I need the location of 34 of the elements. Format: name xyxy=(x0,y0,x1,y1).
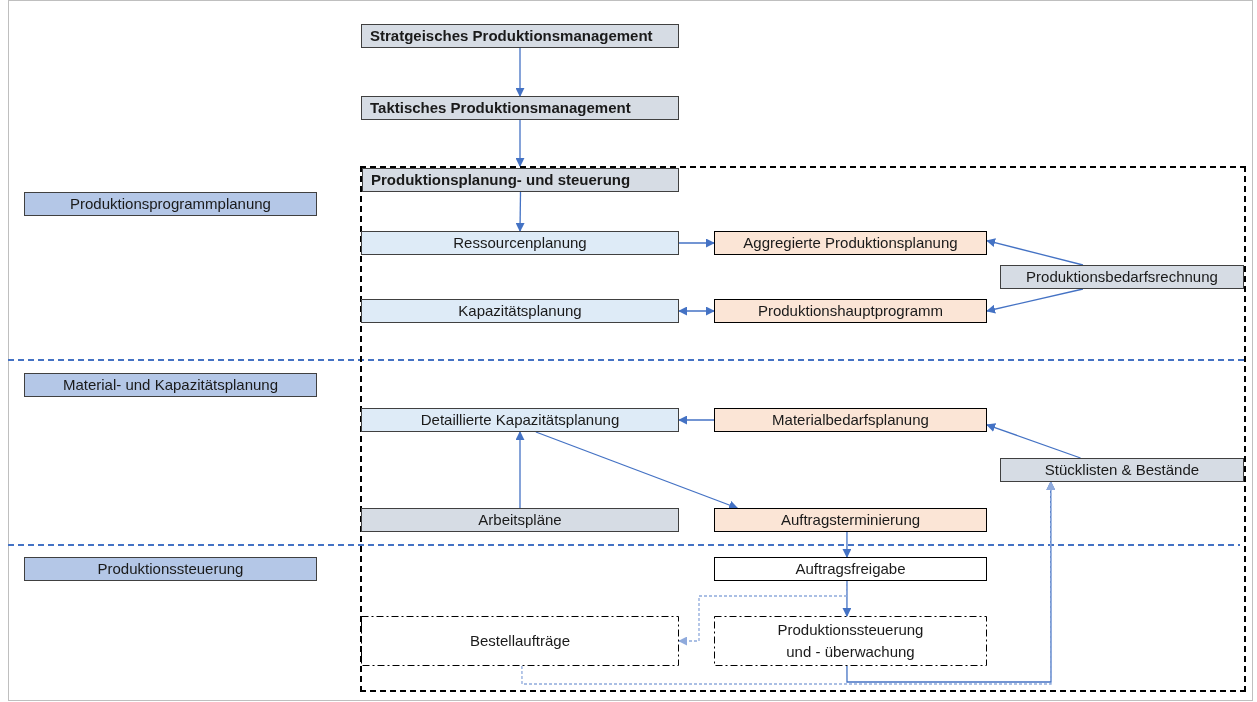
process-box: Detaillierte Kapazitätsplanung xyxy=(361,408,679,432)
process-box: Auftragsfreigabe xyxy=(714,557,987,581)
input-box: Arbeitspläne xyxy=(361,508,679,532)
level-box: Taktisches Produktionsmanagement xyxy=(361,96,679,120)
arrow xyxy=(678,580,848,646)
level-box: Stratgeisches Produktionsmanagement xyxy=(361,24,679,48)
arrow xyxy=(842,531,852,558)
arrow xyxy=(515,191,525,232)
process-box: Ressourcenplanung xyxy=(361,231,679,255)
arrow xyxy=(678,238,715,248)
arrow xyxy=(535,431,739,510)
arrow xyxy=(515,47,525,97)
level-box: Produktionsplanung- und steuerung xyxy=(362,168,679,192)
arrow xyxy=(515,119,525,167)
input-box: Produktionsbedarfsrechnung xyxy=(1000,265,1244,289)
process-box: Bestellaufträge xyxy=(361,616,679,666)
arrow xyxy=(678,306,715,316)
process-box: Produktionssteuerung und - überwachung xyxy=(714,616,987,666)
arrow xyxy=(986,423,1082,459)
group-frame xyxy=(360,166,1246,692)
process-box: Aggregierte Produktionsplanung xyxy=(714,231,987,255)
process-box: Auftragsterminierung xyxy=(714,508,987,532)
arrow xyxy=(678,415,715,425)
arrow xyxy=(521,481,1056,685)
process-box: Materialbedarfsplanung xyxy=(714,408,987,432)
phase-label: Produktionssteuerung xyxy=(24,557,317,581)
process-box: Produktionshauptprogramm xyxy=(714,299,987,323)
input-box: Stücklisten & Bestände xyxy=(1000,458,1244,482)
arrow xyxy=(986,288,1084,314)
arrow xyxy=(515,431,525,509)
process-box: Kapazitätsplanung xyxy=(361,299,679,323)
phase-label: Produktionsprogrammplanung xyxy=(24,192,317,216)
arrow xyxy=(986,238,1084,266)
phase-label: Material- und Kapazitätsplanung xyxy=(24,373,317,397)
